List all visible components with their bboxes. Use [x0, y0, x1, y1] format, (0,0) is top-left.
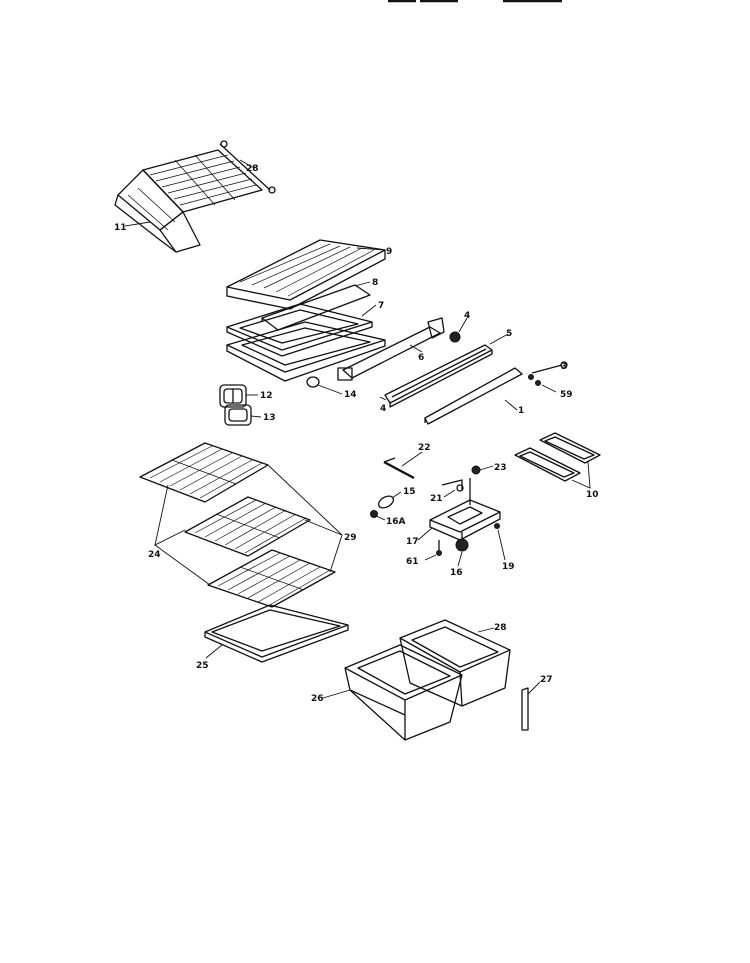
callout-15: 15 — [403, 487, 416, 497]
control-rod — [383, 457, 415, 480]
control-housing — [429, 478, 501, 541]
callout-5: 5 — [506, 329, 512, 339]
glass-shelf — [204, 604, 349, 663]
callout-11: 11 — [114, 223, 127, 233]
callout-3: 3 — [561, 362, 567, 372]
callout-23: 23 — [494, 463, 507, 473]
dial-screw — [494, 523, 500, 529]
callout-12: 12 — [260, 391, 273, 401]
callout-7: 7 — [378, 301, 384, 311]
callout-9: 9 — [386, 247, 392, 257]
callout-4-lower: 4 — [380, 404, 386, 414]
wire-shelf-middle — [184, 496, 311, 557]
callout-10: 10 — [586, 490, 599, 500]
lamp-bulb — [377, 495, 395, 509]
callout-6: 6 — [418, 353, 424, 363]
callout-1: 1 — [518, 406, 524, 416]
wire-shelf-upper — [139, 442, 269, 503]
callout-16: 16 — [450, 568, 463, 578]
dairy-bin-block-12 — [219, 384, 247, 408]
callout-19: 19 — [502, 562, 515, 572]
screw-and-washer — [528, 361, 568, 386]
slide-rail — [424, 367, 523, 425]
callout-16a: 16A — [386, 517, 406, 527]
callout-8: 8 — [372, 278, 378, 288]
callout-29: 29 — [344, 533, 357, 543]
support-rail — [337, 317, 445, 381]
callout-17: 17 — [406, 537, 419, 547]
callout-28-top: 28 — [246, 164, 259, 174]
callout-13: 13 — [263, 413, 276, 423]
control-shaft — [441, 479, 464, 492]
shelf-support-knob — [449, 331, 461, 343]
adjuster-knob — [306, 376, 320, 388]
callout-14: 14 — [344, 390, 357, 400]
housing-screw — [436, 540, 442, 556]
callout-21: 21 — [430, 494, 443, 504]
dairy-bin-block-13 — [224, 404, 252, 426]
callout-61: 61 — [406, 557, 419, 567]
freezer-wire-shelf — [114, 140, 276, 253]
thermostat-dial — [455, 532, 469, 552]
callout-22: 22 — [418, 443, 431, 453]
callout-27: 27 — [540, 675, 553, 685]
callout-59: 59 — [560, 390, 573, 400]
slide-channel — [384, 344, 493, 408]
crisper-cover-frame-lower — [226, 321, 386, 382]
ice-cube-tray-upper — [539, 432, 601, 464]
crisper-drawer-right — [399, 619, 511, 707]
drawer-divider — [521, 687, 529, 731]
callout-28: 28 — [494, 623, 507, 633]
callout-4-upper: 4 — [464, 311, 470, 321]
lamp-socket — [370, 510, 378, 518]
crisper-drawer-left — [344, 644, 463, 741]
callout-25: 25 — [196, 661, 209, 671]
wire-shelf-lower — [207, 549, 336, 608]
ice-cube-tray-lower — [514, 447, 581, 482]
callout-26: 26 — [311, 694, 324, 704]
control-knob — [471, 465, 481, 475]
callout-24: 24 — [148, 550, 161, 560]
